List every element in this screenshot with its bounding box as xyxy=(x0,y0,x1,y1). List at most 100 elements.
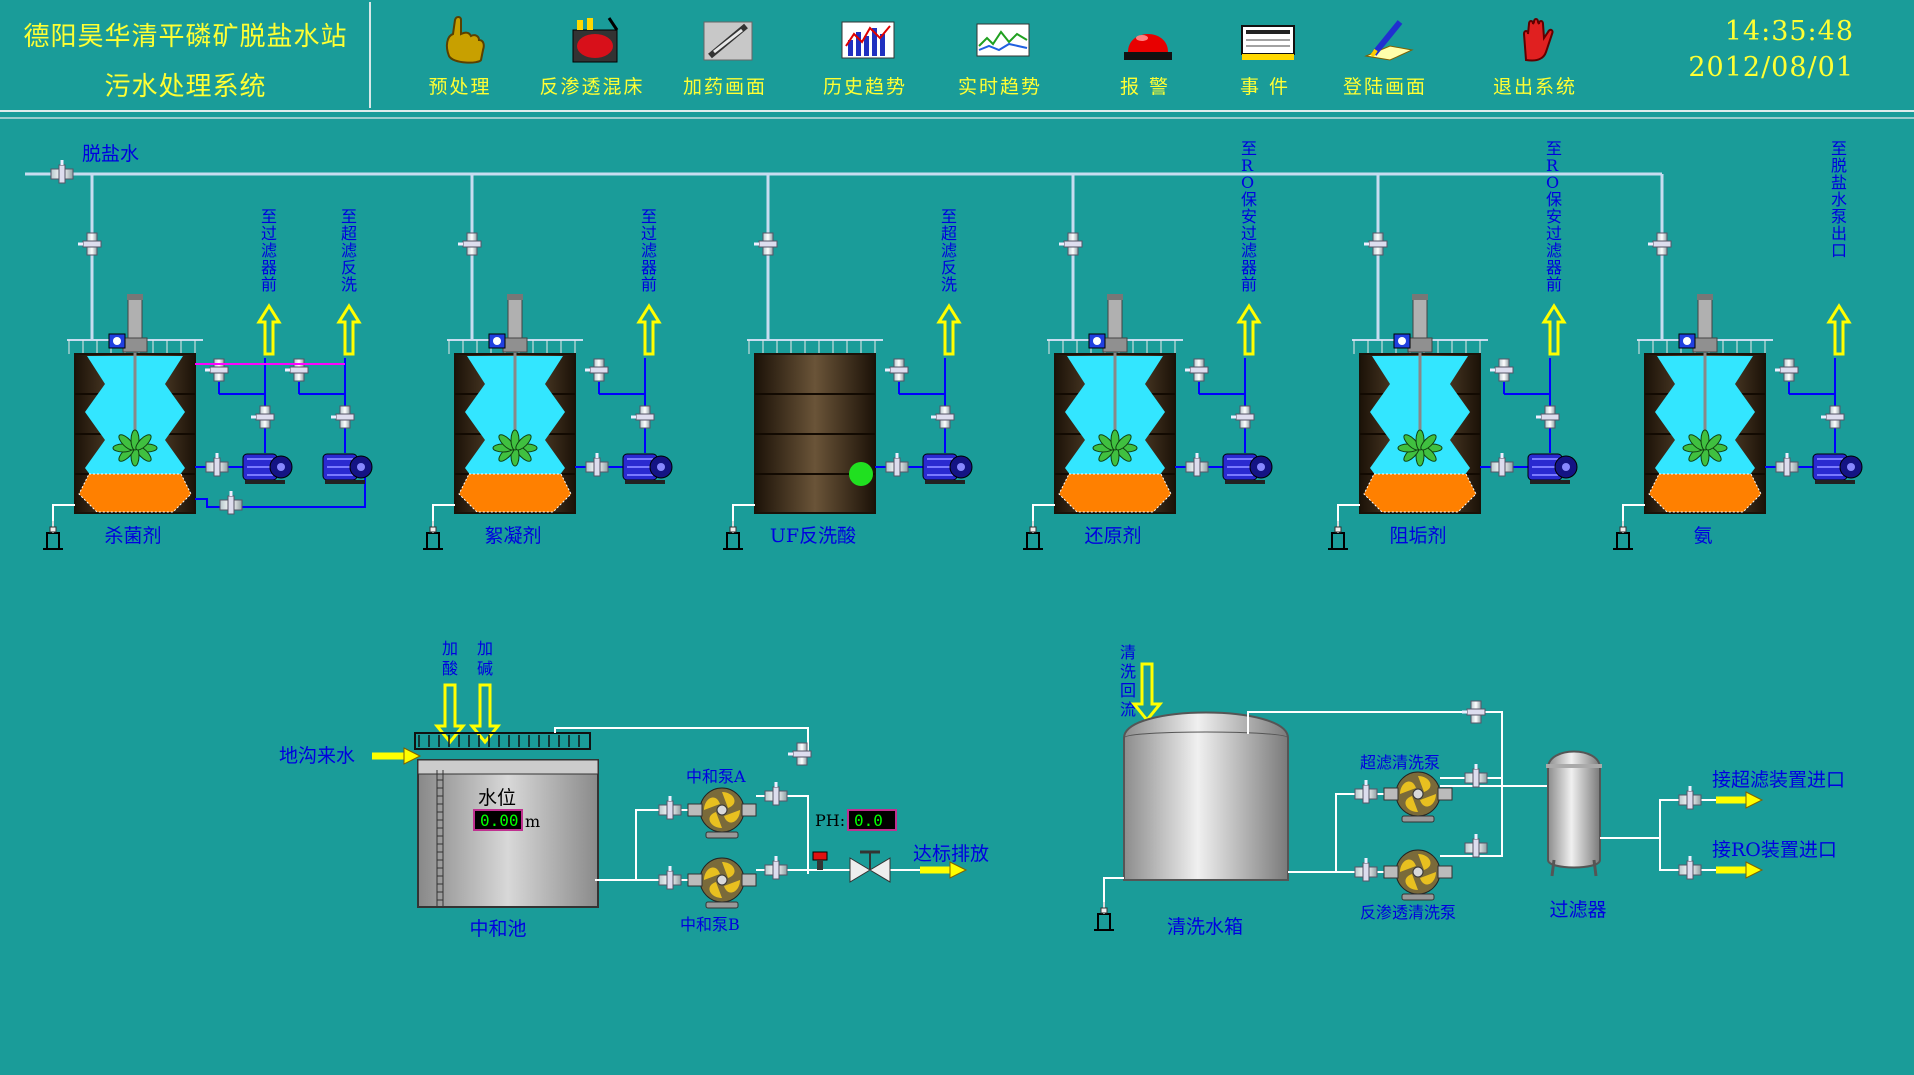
pump-a-outlet-valve[interactable] xyxy=(763,780,789,807)
cleaning-water-tank xyxy=(1123,711,1289,881)
ro-cleaning-pump[interactable] xyxy=(1383,849,1453,901)
impeller-icon xyxy=(112,429,158,467)
tank-fill-valve[interactable] xyxy=(752,231,779,257)
pump-outlet-valve[interactable] xyxy=(249,404,276,430)
tank-drain-tap[interactable] xyxy=(42,520,64,550)
impeller-icon xyxy=(1092,429,1138,467)
agitator-motor[interactable] xyxy=(1088,293,1128,353)
pump-inlet-valve[interactable] xyxy=(1489,451,1515,478)
uf-cleaning-pump[interactable] xyxy=(1383,771,1453,823)
outlet-arrow xyxy=(1826,303,1852,356)
outlet-target-label: 至超滤反洗 xyxy=(941,207,957,294)
branch-valve[interactable] xyxy=(283,357,310,383)
cleaning-return-label: 清洗回流 xyxy=(1120,643,1136,719)
pump-b-label: 中和泵B xyxy=(680,915,740,934)
tank-drain-tap[interactable] xyxy=(1022,520,1044,550)
return-valve[interactable] xyxy=(1460,699,1487,725)
uf-cleaning-pump-label: 超滤清洗泵 xyxy=(1360,753,1440,772)
to-uf-label: 接超滤装置进口 xyxy=(1712,769,1845,791)
pump-inlet-valve[interactable] xyxy=(884,451,910,478)
to-ro-arrow xyxy=(1716,861,1764,879)
header-divider xyxy=(0,110,1914,112)
ro-pump-outlet-valve[interactable] xyxy=(1463,832,1489,859)
neutralization-section: 地沟来水 加酸 加碱 水位 0.00 m 中和池 xyxy=(279,639,989,940)
pump-outlet-valve[interactable] xyxy=(1229,404,1256,430)
tank-drain-tap[interactable] xyxy=(722,520,744,550)
inflow-arrow xyxy=(372,747,422,765)
tank-fill-valve[interactable] xyxy=(1057,231,1084,257)
tank-name-label: 杀菌剂 xyxy=(104,525,161,547)
tank-drain-tap[interactable] xyxy=(1327,520,1349,550)
agitator-motor[interactable] xyxy=(1678,293,1718,353)
pump-a-label: 中和泵A xyxy=(686,767,746,786)
pump-inlet-valve[interactable] xyxy=(1184,451,1210,478)
pump-a-inlet-valve[interactable] xyxy=(657,794,683,821)
branch-valve[interactable] xyxy=(583,357,610,383)
outlet-arrow xyxy=(256,303,282,356)
tank-fill-valve[interactable] xyxy=(456,231,483,257)
header-inlet-valve[interactable] xyxy=(49,158,75,185)
agitator-motor[interactable] xyxy=(1393,293,1433,353)
pump-b-outlet-valve[interactable] xyxy=(763,854,789,881)
nav-button-pretreatment[interactable]: 预处理 xyxy=(395,10,525,100)
neutralization-pump-a[interactable] xyxy=(687,787,757,839)
pump-inlet-valve[interactable] xyxy=(1774,451,1800,478)
pump-b-inlet-valve[interactable] xyxy=(657,864,683,891)
dosing-pump[interactable] xyxy=(1812,453,1863,485)
outlet-target-label: 至超滤反洗 xyxy=(341,207,357,294)
branch-valve[interactable] xyxy=(1773,357,1800,383)
title-panel: 德阳昊华清平磷矿脱盐水站 污水处理系统 xyxy=(2,2,371,108)
uf-pump-outlet-valve[interactable] xyxy=(1463,762,1489,789)
nav-button-realtime-trend[interactable]: 实时趋势 xyxy=(935,10,1065,100)
impeller-icon xyxy=(1397,429,1443,467)
to-uf-valve[interactable] xyxy=(1677,784,1703,811)
nav-button-alarm[interactable]: 报 警 xyxy=(1080,10,1210,100)
branch-valve[interactable] xyxy=(883,357,910,383)
tank-fill-valve[interactable] xyxy=(1362,231,1389,257)
tank-fill-valve[interactable] xyxy=(76,231,103,257)
tank-drain-tap[interactable] xyxy=(422,520,444,550)
pump-outlet-valve[interactable] xyxy=(329,404,356,430)
ro-pump-inlet-valve[interactable] xyxy=(1353,856,1379,883)
dosing-tank-unit: 杀菌剂 至过滤器前 至超滤反洗 xyxy=(42,174,373,550)
nav-button-dosing[interactable]: 加药画面 xyxy=(660,10,790,100)
pump-inlet-valve[interactable] xyxy=(204,451,230,478)
neutralization-pump-b[interactable] xyxy=(687,857,757,909)
recirculation-valve[interactable] xyxy=(218,489,244,516)
level-indicator xyxy=(849,462,873,486)
pump-outlet-valve[interactable] xyxy=(929,404,956,430)
dosing-pump[interactable] xyxy=(622,453,673,485)
dosing-pump[interactable] xyxy=(1527,453,1578,485)
header-divider-lower xyxy=(0,117,1914,119)
nav-button-ro-mixed-bed[interactable]: 反渗透混床 xyxy=(527,10,657,100)
pump-outlet-valve[interactable] xyxy=(629,404,656,430)
tank-fill-valve[interactable] xyxy=(1646,231,1673,257)
discharge-control-valve[interactable] xyxy=(849,850,891,883)
nav-button-events[interactable]: 事 件 xyxy=(1200,10,1330,100)
dosing-pump[interactable] xyxy=(1222,453,1273,485)
agitator-motor[interactable] xyxy=(108,293,148,353)
branch-valve[interactable] xyxy=(1183,357,1210,383)
nav-button-history-trend[interactable]: 历史趋势 xyxy=(800,10,930,100)
nav-button-login[interactable]: 登陆画面 xyxy=(1320,10,1450,100)
header-bar: 德阳昊华清平磷矿脱盐水站 污水处理系统 预处理 反渗透混床 加药画面 xyxy=(0,0,1914,112)
ground-trench-inflow-label: 地沟来水 xyxy=(279,745,355,767)
uf-pump-inlet-valve[interactable] xyxy=(1353,778,1379,805)
add-acid-label: 加酸 xyxy=(442,639,458,678)
nav-button-exit[interactable]: 退出系统 xyxy=(1470,10,1600,100)
dosing-pump[interactable] xyxy=(922,453,973,485)
to-ro-valve[interactable] xyxy=(1677,854,1703,881)
outlet-target-label: 至过滤器前 xyxy=(261,207,277,294)
agitator-motor[interactable] xyxy=(488,293,528,353)
dosing-pump[interactable] xyxy=(242,453,293,485)
pump-inlet-valve[interactable] xyxy=(584,451,610,478)
tank-drain-tap[interactable] xyxy=(1612,520,1634,550)
branch-valve[interactable] xyxy=(203,357,230,383)
pump-outlet-valve[interactable] xyxy=(1819,404,1846,430)
pump-outlet-valve[interactable] xyxy=(1534,404,1561,430)
station-title: 德阳昊华清平磷矿脱盐水站 xyxy=(23,22,348,52)
branch-valve[interactable] xyxy=(1488,357,1515,383)
